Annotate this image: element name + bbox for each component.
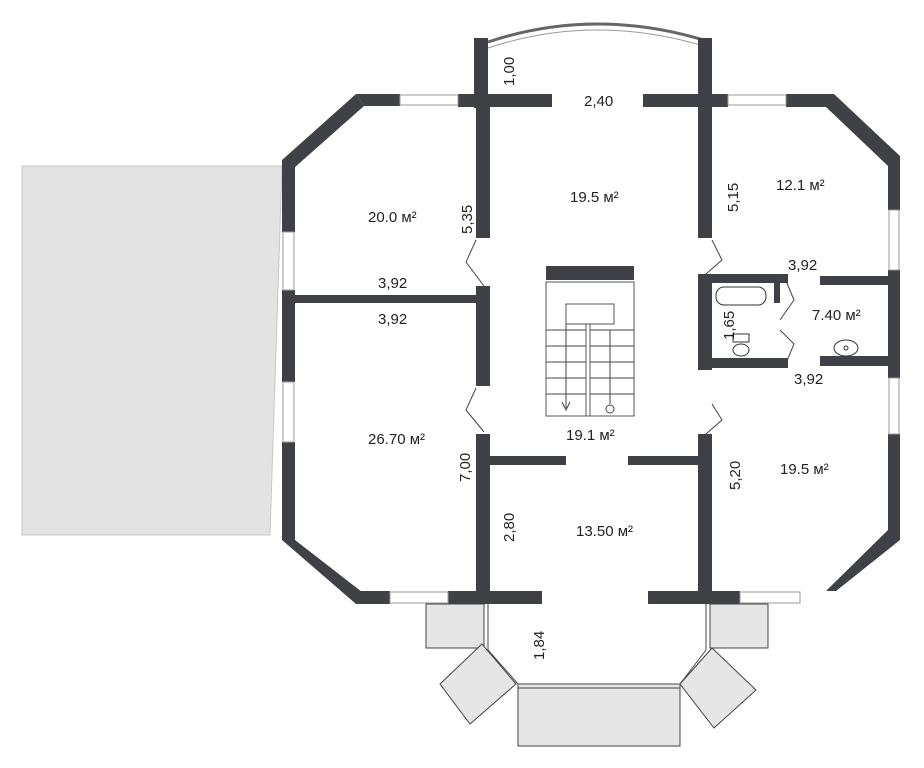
door-swings bbox=[465, 239, 795, 435]
terrace-slab bbox=[21, 165, 283, 536]
room-se-area: 19.5 м² bbox=[780, 461, 829, 478]
dim-nw-wall: 5,35 bbox=[459, 205, 476, 234]
dim-bath-bottom: 3,92 bbox=[794, 371, 823, 388]
north-bay bbox=[474, 22, 712, 108]
dim-ne-wall: 5,15 bbox=[725, 183, 742, 212]
dim-s-wall: 2,80 bbox=[501, 513, 518, 542]
room-w-area: 26.70 м² bbox=[368, 431, 425, 448]
dim-bath-top: 3,92 bbox=[788, 257, 817, 274]
hall-north-area: 19.5 м² bbox=[570, 189, 619, 206]
room-s-area: 13.50 м² bbox=[576, 523, 633, 540]
dim-partition-bottom: 3,92 bbox=[378, 311, 407, 328]
south-balcony bbox=[425, 603, 769, 747]
interior-walls bbox=[295, 94, 888, 604]
bath-fixtures bbox=[715, 286, 859, 357]
bath-area: 7.40 м² bbox=[812, 307, 861, 324]
dim-partition-top: 3,92 bbox=[378, 275, 407, 292]
dim-south-bay: 1,84 bbox=[531, 631, 548, 660]
dim-se-wall: 5,20 bbox=[727, 461, 744, 490]
room-nw-area: 20.0 м² bbox=[368, 209, 417, 226]
dim-bay-depth: 1,00 bbox=[501, 57, 518, 86]
dim-w-wall: 7,00 bbox=[457, 453, 474, 482]
dim-bay-opening: 2,40 bbox=[584, 93, 613, 110]
staircase bbox=[545, 281, 635, 417]
stair-hall-area: 19.1 м² bbox=[566, 427, 615, 444]
windows bbox=[282, 94, 900, 604]
room-ne-area: 12.1 м² bbox=[776, 177, 825, 194]
dim-bath-height: 1,65 bbox=[721, 311, 738, 340]
